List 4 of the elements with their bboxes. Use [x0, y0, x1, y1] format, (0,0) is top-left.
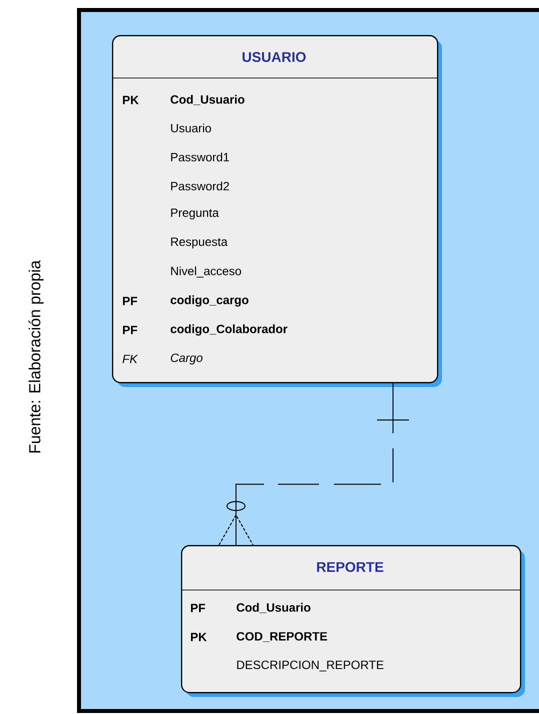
relationship-line: [218, 382, 410, 546]
entity-box: USUARIO PK Cod_Usuario Usuario Password1 Password2 Pregunta Respuesta Nivel_acceso PF codigo_cargo PF codigo_Colaborador FK Cargo: [112, 35, 442, 387]
source-note: Fuente: Elaboración propia: [28, 260, 44, 452]
entity-box: REPORTE PF Cod_Usuario PK COD_REPORTE DESCRIPCION_REPORTE: [180, 545, 525, 697]
